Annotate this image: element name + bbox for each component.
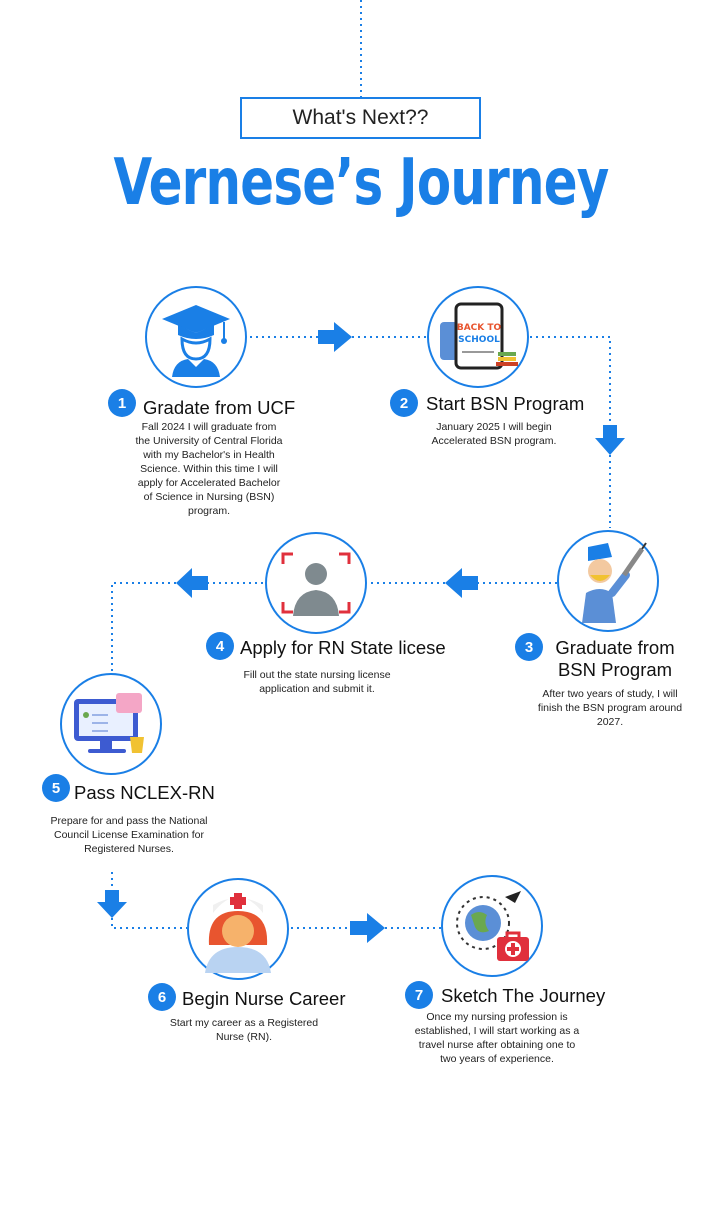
arrow-right-icon [350, 913, 385, 943]
connector-5-6b [111, 918, 187, 929]
step-4-description: Fill out the state nursing license appli… [243, 669, 391, 695]
step-2-title: Start BSN Program [426, 393, 585, 414]
step-6-title: Begin Nurse Career [182, 988, 346, 1009]
arrow-left-icon [176, 568, 208, 598]
step-7-number: 7 [405, 981, 433, 1009]
step-1-icon-circle [145, 286, 247, 388]
step-6-icon-circle [187, 878, 289, 980]
step-7-description: Once my nursing profession is establishe… [414, 1011, 580, 1065]
arrow-down-icon [595, 425, 625, 455]
nurse-with-syringe-icon [582, 542, 647, 623]
arrow-right-icon [318, 322, 352, 352]
arrow-down-icon [97, 890, 127, 918]
step-1-description: Fall 2024 I will graduate from the Unive… [135, 421, 283, 517]
connector-4-5b [111, 582, 176, 672]
step-5-description: Prepare for and pass the National Counci… [50, 815, 208, 855]
computer-study-icon [74, 693, 144, 753]
step-1-number: 1 [108, 389, 136, 417]
step-6-description: Start my career as a Registered Nurse (R… [169, 1017, 319, 1043]
step-4-icon-circle [265, 532, 367, 634]
step-3-icon-circle [557, 530, 659, 632]
step-7-title: Sketch The Journey [441, 985, 606, 1006]
nurse-avatar-icon [205, 893, 271, 973]
step-3-number: 3 [515, 633, 543, 661]
step-4-number: 4 [206, 632, 234, 660]
step-5-title: Pass NCLEX-RN [74, 782, 215, 803]
step-1-title: Gradate from UCF [143, 397, 296, 418]
step-6-number: 6 [148, 983, 176, 1011]
arrow-left-icon [445, 568, 478, 598]
graduate-cap-icon [162, 305, 230, 377]
step-5-number: 5 [42, 774, 70, 802]
step-5-icon-circle [60, 673, 162, 775]
subtitle-box: What's Next?? [240, 97, 481, 139]
svg-text:BACK TO: BACK TO [457, 323, 502, 333]
travel-globe-icon [456, 891, 529, 961]
step-3-description: After two years of study, I will finish … [537, 688, 683, 728]
step-7-icon-circle [441, 875, 543, 977]
subtitle-text: What's Next?? [292, 106, 429, 129]
step-4-title: Apply for RN State licese [240, 637, 446, 658]
step-2-description: January 2025 I will begin Accelerated BS… [431, 421, 557, 447]
back-to-school-tablet-icon: BACK TO SCHOOL [440, 302, 518, 370]
step-3-title: Graduate from BSN Program [555, 637, 675, 680]
step-2-number: 2 [390, 389, 418, 417]
profile-scan-icon [281, 552, 351, 616]
svg-text:SCHOOL: SCHOOL [458, 335, 500, 345]
page-title: Vernese’s Journey [113, 146, 609, 220]
step-2-icon-circle: BACK TO SCHOOL [427, 286, 529, 388]
